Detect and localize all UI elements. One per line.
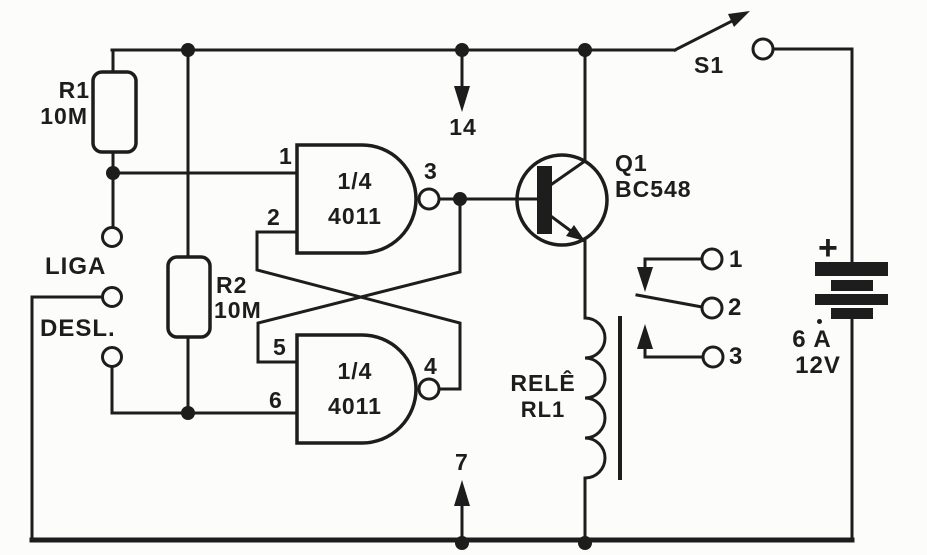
gate-b-fraction-label: 1/4 (337, 358, 373, 384)
battery-voltage-label: 12V (795, 352, 841, 379)
gate-a-fraction-label: 1/4 (337, 168, 373, 194)
gate-b-pin6-label: 6 (269, 387, 283, 413)
emitter-wire (549, 214, 587, 320)
gate-a-pin2-label: 2 (267, 204, 281, 230)
liga-terminal-top (101, 226, 123, 248)
crossover-pin5-out3 (256, 197, 462, 364)
s1-terminal (751, 37, 775, 61)
nand-gate-a-bubble (417, 187, 441, 211)
left-rail (30, 295, 104, 542)
relay-ref-label: RL1 (520, 397, 566, 422)
battery-current-label: 6 A (792, 326, 832, 353)
resistor-r2-body (166, 255, 212, 339)
nand-gate-a-body (295, 143, 418, 255)
gate-a-part-label: 4011 (328, 203, 382, 229)
resistor-r1-body (91, 70, 138, 154)
gate-a-pin1-label: 1 (279, 143, 293, 169)
battery-plus-label: + (818, 229, 839, 267)
pin14-arrowhead (454, 86, 470, 112)
relay-coil (583, 316, 607, 545)
relay-contact2-label: 2 (728, 294, 743, 321)
contact3-arrowhead (637, 324, 653, 349)
q1-part-label: BC548 (615, 176, 692, 202)
nand-gate-b-bubble (417, 377, 441, 401)
desl-button-label: DESL. (40, 315, 116, 342)
emitter-arrowhead (566, 225, 585, 241)
r1-value-label: 10M (40, 103, 88, 129)
contact1-arrowhead (637, 267, 653, 292)
s1-blade (672, 16, 739, 53)
r2-value-label: 10M (214, 297, 262, 323)
transistor-body (515, 153, 609, 247)
relay-contact3-label: 3 (729, 343, 744, 370)
relay-name-label: RELÊ (510, 370, 576, 396)
liga-button-label: LIGA (45, 253, 107, 280)
relay-contact1-label: 1 (729, 246, 744, 273)
right-rail (771, 47, 854, 542)
gate-b-part-label: 4011 (328, 393, 382, 419)
gate-a-pin3-label: 3 (424, 158, 438, 184)
contact3-wire (643, 346, 705, 359)
transistor-base-bar (537, 166, 552, 234)
r2-ref-label: R2 (216, 272, 248, 298)
r1-wires (111, 48, 299, 229)
r1-ref-label: R1 (58, 77, 90, 103)
contact1-wire (643, 257, 704, 270)
desl-terminal-bottom (101, 346, 123, 368)
pin7-arrowhead (454, 480, 470, 506)
gate-b-pin4-label: 4 (424, 353, 438, 379)
relay-terminal-3 (701, 345, 725, 369)
collector-wire (549, 48, 587, 187)
contact-blade (635, 293, 704, 309)
junction-dots (106, 43, 592, 550)
pin6-wire (110, 365, 299, 415)
liga-desl-common-terminal (101, 286, 123, 308)
nand-gate-b-body (295, 333, 418, 445)
s1-label: S1 (694, 52, 725, 78)
gate-b-pin5-label: 5 (273, 334, 287, 360)
q1-ref-label: Q1 (615, 150, 648, 176)
relay-terminal-2 (700, 296, 724, 320)
relay-terminal-1 (700, 247, 724, 271)
ic-pin14-label: 14 (449, 114, 477, 140)
battery-label-dot (817, 319, 822, 324)
ic-pin7-label: 7 (455, 449, 469, 475)
battery-plates (815, 262, 888, 319)
s1-arrowhead (728, 11, 750, 27)
